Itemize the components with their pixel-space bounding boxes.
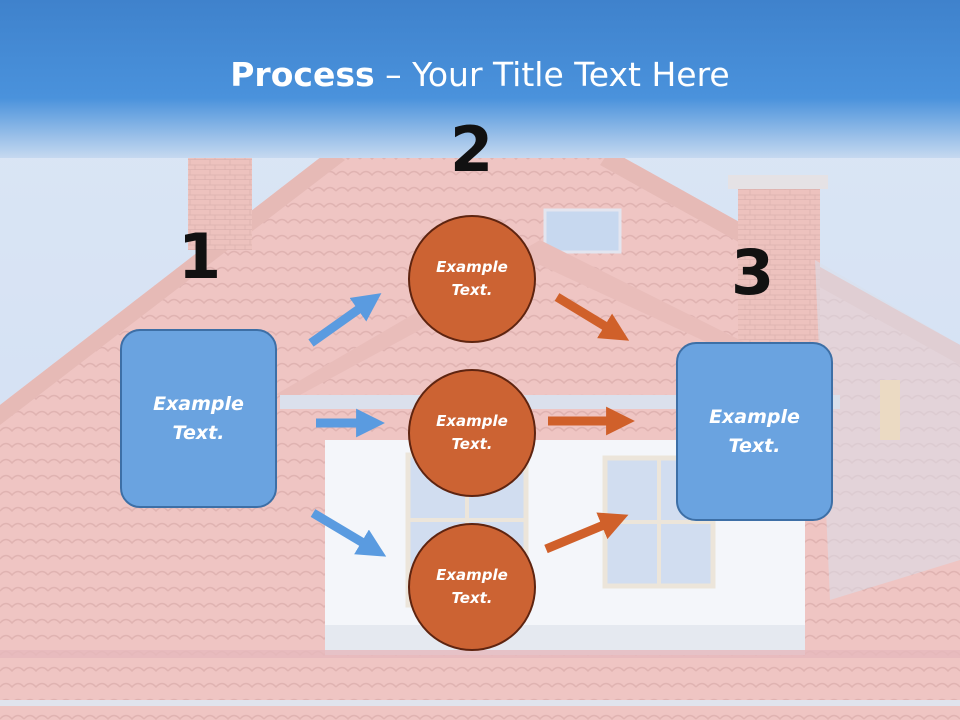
arrow-bottom-to-output (544, 512, 629, 554)
input-box: Example Text. (120, 329, 277, 508)
step-number-1: 1 (178, 220, 222, 293)
circle-bottom: Example Text. (408, 523, 536, 651)
arrow-input-to-bottom (310, 509, 387, 557)
circle-bottom-text: Example Text. (436, 566, 508, 607)
output-box: Example Text. (676, 342, 833, 521)
circle-top: Example Text. (408, 215, 536, 343)
step-number-2: 2 (450, 113, 494, 186)
step-number-3: 3 (731, 236, 775, 309)
slide-title: Process – Your Title Text Here (0, 52, 960, 98)
arrow-top-to-output (554, 293, 630, 341)
circle-top-text: Example Text. (436, 258, 508, 299)
output-box-text: Example Text. (709, 405, 800, 457)
input-box-text: Example Text. (153, 392, 244, 444)
circle-middle-text: Example Text. (436, 412, 508, 453)
title-bold: Process (230, 55, 375, 94)
circle-middle: Example Text. (408, 369, 536, 497)
title-rest: – Your Title Text Here (374, 55, 730, 94)
arrow-input-to-top (308, 293, 382, 347)
